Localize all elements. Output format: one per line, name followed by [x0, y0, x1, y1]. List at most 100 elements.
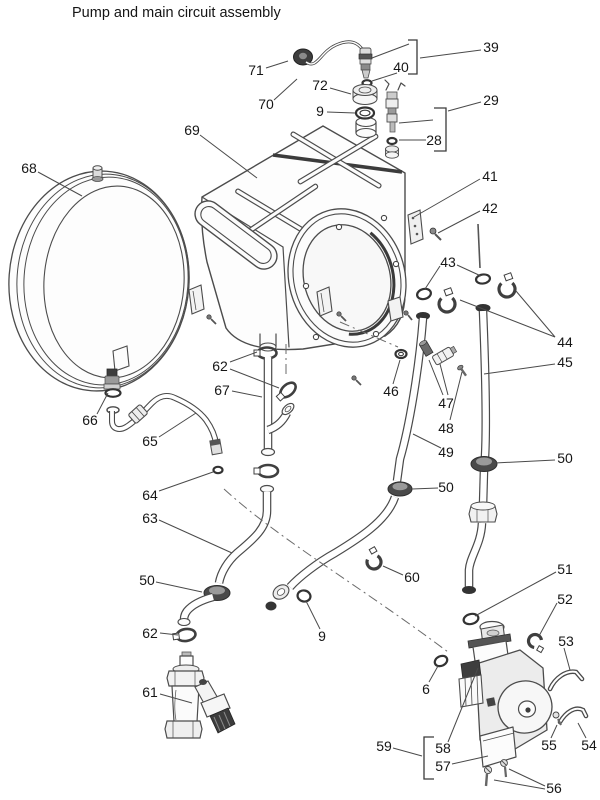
bolt-47 [418, 340, 434, 357]
grommet-collar-50 [387, 481, 413, 497]
leader-line [158, 471, 214, 492]
vessel-valve-66 [103, 368, 122, 414]
boiler-tank [188, 116, 413, 386]
side-slot [194, 200, 278, 270]
leader-line [326, 111, 356, 114]
leader-line [447, 101, 482, 112]
callout-56: 56 [546, 780, 562, 796]
callout-61: 61 [142, 684, 158, 700]
callout-57: 57 [435, 758, 451, 774]
leader-line [493, 779, 546, 790]
leader-line [159, 693, 193, 704]
leader-line [382, 565, 404, 576]
leader-line [159, 632, 179, 636]
callout-71: 71 [248, 62, 264, 78]
callout-63: 63 [142, 510, 158, 526]
callout-44: 44 [557, 334, 573, 350]
pipe-45 [462, 304, 498, 594]
screw-42 [429, 227, 442, 241]
callout-51: 51 [557, 561, 573, 577]
oring-64 [212, 465, 224, 475]
leader-line [199, 134, 258, 179]
leader-line [515, 290, 556, 338]
door-bolts [302, 214, 400, 341]
leader-line [419, 49, 482, 59]
oring-43 [416, 287, 432, 301]
capillary-pipe [477, 223, 481, 269]
leader-line [371, 43, 410, 59]
callout-60: 60 [404, 569, 420, 585]
oring-6 [433, 654, 449, 668]
capillary-tube-70 [304, 40, 364, 66]
pipe-63 [172, 484, 275, 643]
pipe-end-fitting [209, 438, 223, 456]
leader-line [428, 359, 444, 396]
pipe-65 [112, 396, 223, 456]
oring-43 [474, 273, 492, 285]
tank-top-hex [385, 145, 399, 159]
leader-line [371, 72, 398, 82]
coupling-47 [432, 345, 458, 366]
callout-54: 54 [581, 737, 597, 753]
pipe-49 [265, 312, 430, 611]
leader-line [265, 60, 289, 69]
callout-58: 58 [435, 740, 451, 756]
callout-52: 52 [557, 591, 573, 607]
callout-39: 39 [483, 39, 499, 55]
bracket-plate-41 [407, 209, 424, 245]
tank-top-stub [355, 116, 377, 139]
callout-65: 65 [142, 433, 158, 449]
leader-line [550, 724, 558, 739]
leader-line [459, 299, 556, 338]
leader-line [273, 78, 298, 101]
leader-line [158, 412, 197, 438]
leader-line [96, 392, 109, 415]
leader-line [563, 647, 571, 671]
filter-valve-61 [164, 651, 236, 739]
oring-28 [386, 136, 398, 146]
washer-9 [354, 106, 376, 120]
terminal-box [479, 726, 517, 768]
callout-46: 46 [383, 383, 399, 399]
leader-line [447, 667, 479, 743]
leader-line [305, 600, 321, 630]
vessel-tag [112, 345, 130, 372]
callout-50: 50 [557, 450, 573, 466]
wedge-tab [188, 284, 217, 325]
callout-50: 50 [139, 572, 155, 588]
pipe-clip-44 [497, 272, 517, 299]
hose-clamp-62 [275, 381, 297, 402]
retaining-pin-53 [550, 672, 582, 689]
branch-mouth [281, 402, 295, 416]
group-bracket [434, 107, 447, 152]
expansion-vessel [8, 165, 190, 392]
callout-9: 9 [318, 628, 326, 644]
hose-clamp-62 [253, 463, 280, 479]
leader-line [229, 368, 280, 389]
pipe-clip-60 [365, 546, 383, 571]
group-bracket [408, 39, 418, 75]
leader-line [158, 519, 233, 554]
page-title: Pump and main circuit assembly [72, 5, 281, 21]
grommet-collar-50 [470, 456, 498, 472]
leader-line [412, 433, 442, 449]
leader-line [474, 571, 557, 617]
callout-28: 28 [426, 132, 442, 148]
group-bracket [423, 736, 434, 780]
leader-line [437, 210, 481, 234]
callout-67: 67 [214, 382, 230, 398]
callout-6: 6 [422, 681, 430, 697]
callout-40: 40 [393, 59, 409, 75]
callout-69: 69 [184, 122, 200, 138]
leader-line [577, 722, 587, 739]
leader-line [494, 459, 556, 464]
leader-line [392, 747, 423, 757]
leader-line [231, 390, 263, 398]
callout-42: 42 [482, 200, 498, 216]
leader-line [456, 264, 482, 277]
screw-56 [483, 765, 493, 787]
washer-9 [296, 589, 312, 603]
pipe-clip-52 [526, 632, 545, 654]
callout-47: 47 [438, 395, 454, 411]
